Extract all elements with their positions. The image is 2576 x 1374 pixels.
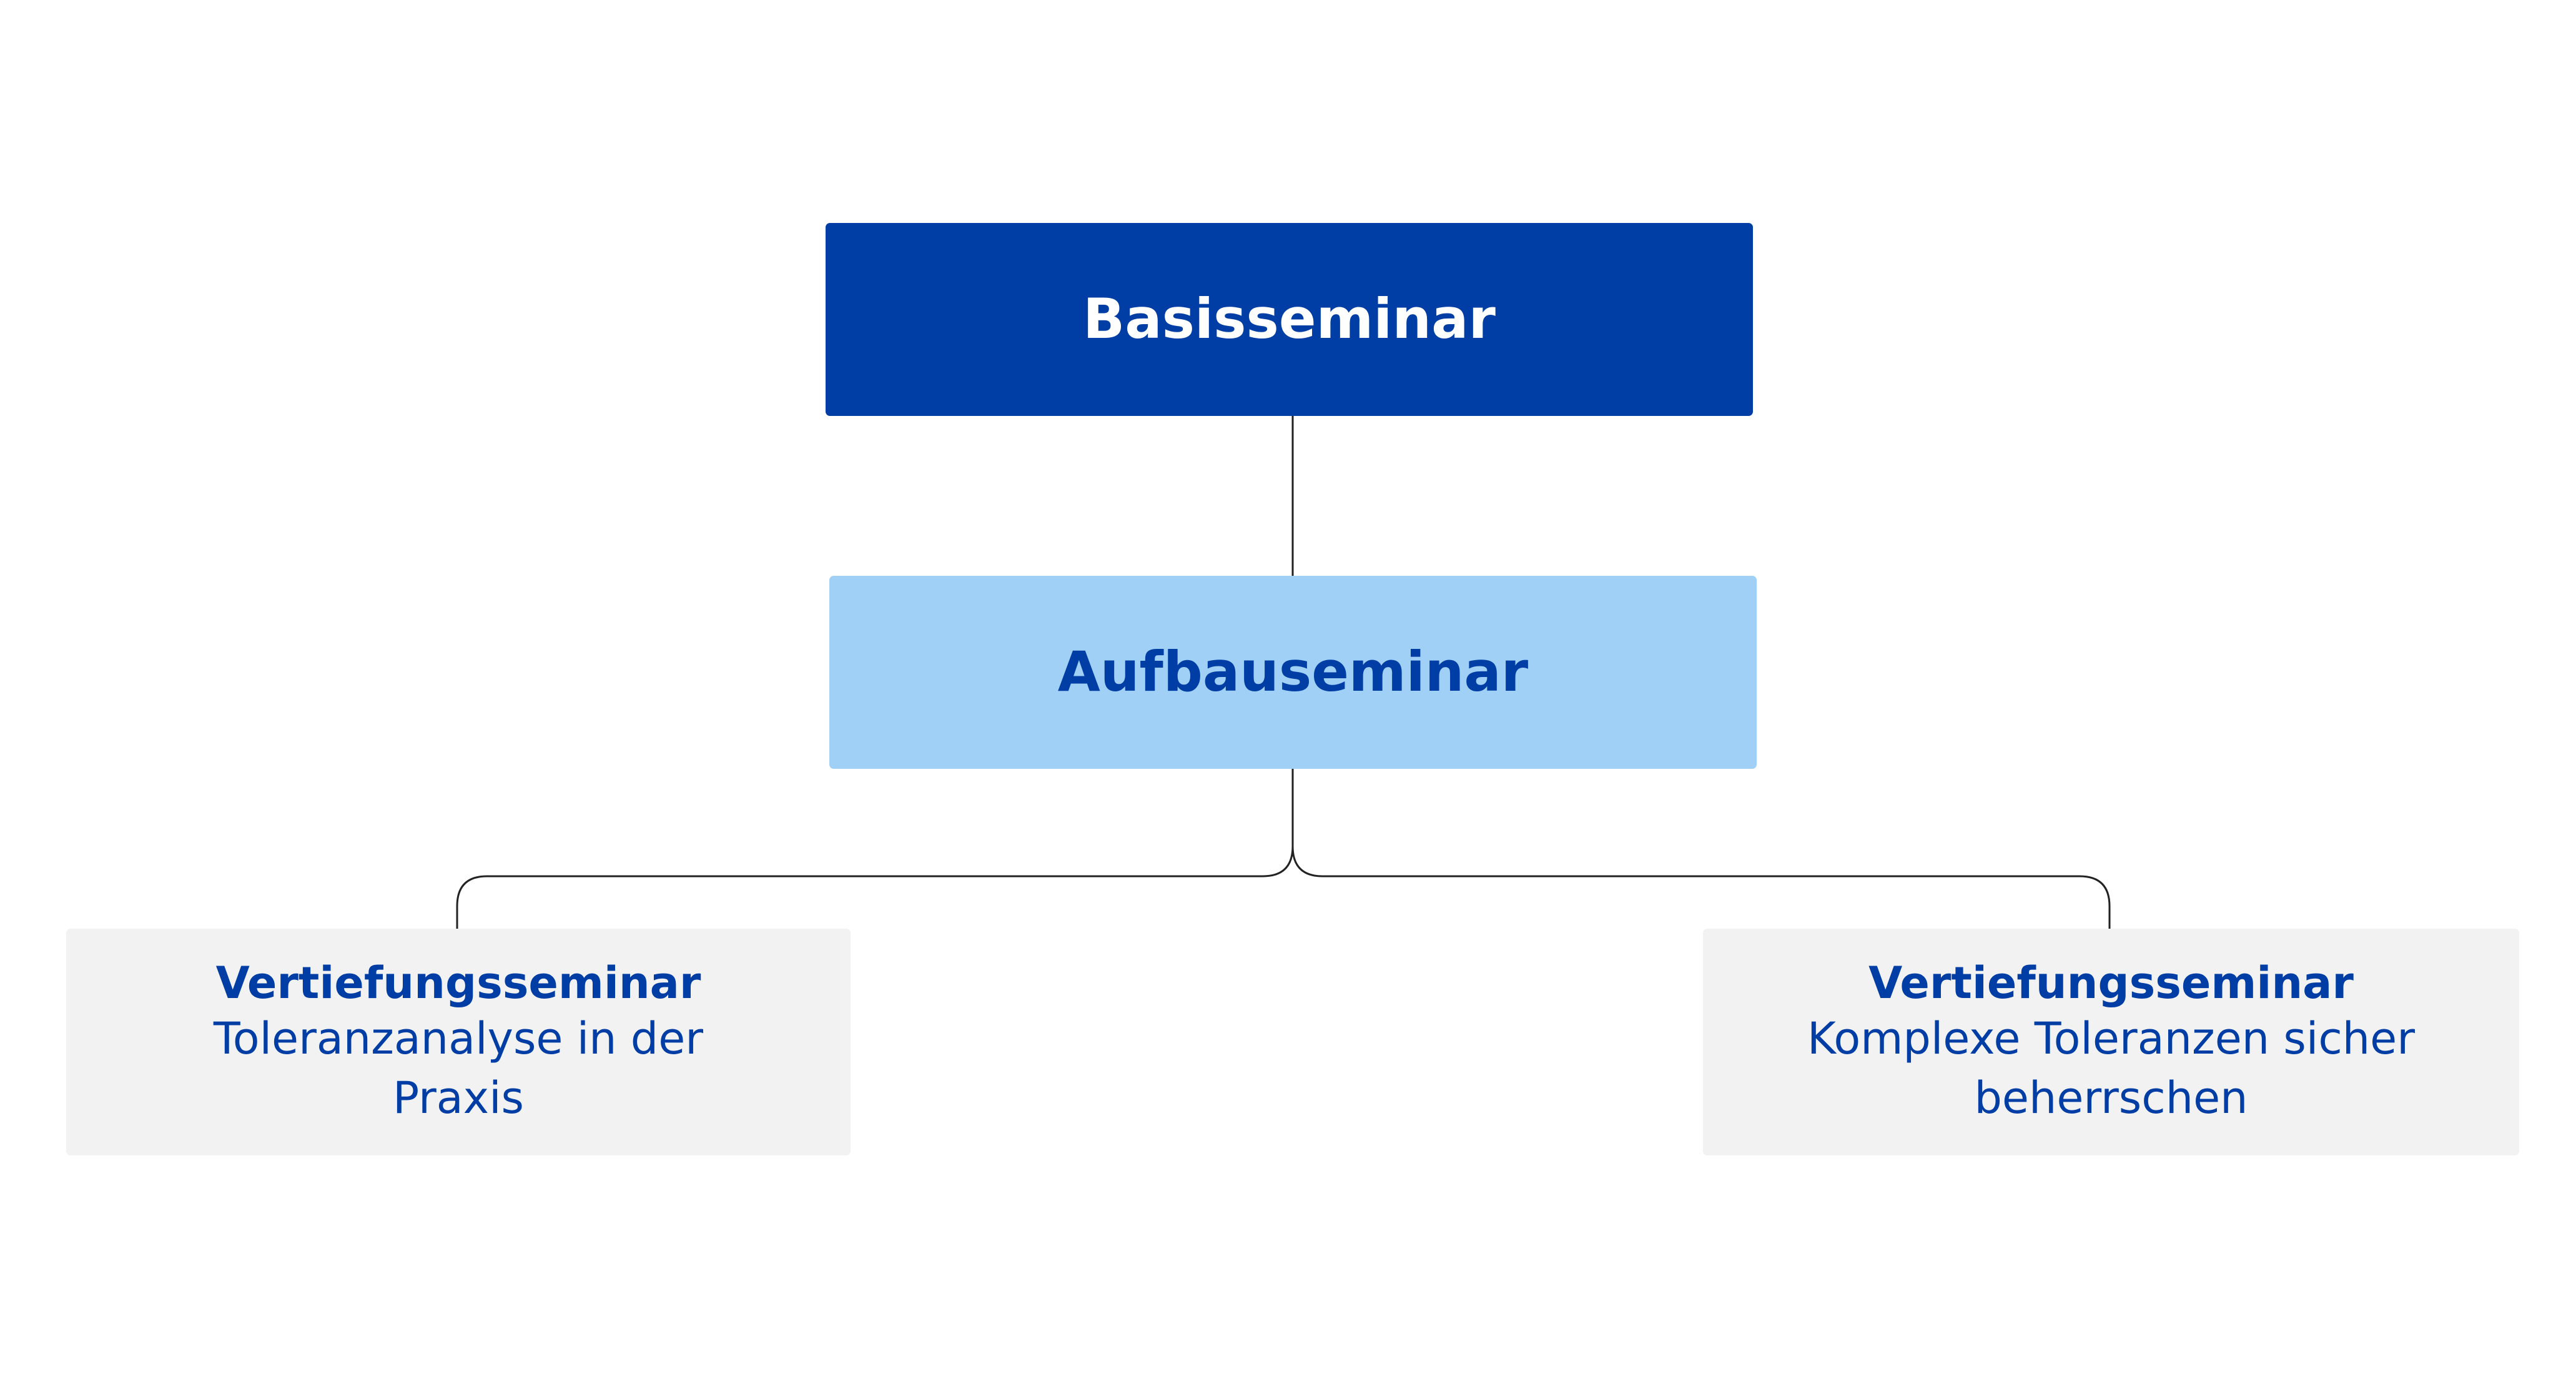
vertiefungsseminar-left-subtitle: Toleranzanalyse in der Praxis xyxy=(213,1013,704,1124)
connector-aufbau-right xyxy=(1291,846,2111,929)
vertiefungsseminar-left-node: Vertiefungsseminar Toleranzanalyse in de… xyxy=(66,929,851,1155)
vertiefungsseminar-left-title: Vertiefungsseminar xyxy=(215,957,701,1009)
aufbauseminar-node: Aufbauseminar xyxy=(829,576,1757,769)
vertiefungsseminar-right-subtitle: Komplexe Toleranzen sicher beherrschen xyxy=(1807,1013,2416,1124)
vertiefungsseminar-right-title: Vertiefungsseminar xyxy=(1868,957,2354,1009)
vertiefungsseminar-right-node: Vertiefungsseminar Komplexe Toleranzen s… xyxy=(1703,929,2519,1155)
basisseminar-node: Basisseminar xyxy=(826,223,1753,416)
aufbauseminar-title: Aufbauseminar xyxy=(1057,640,1529,704)
connector-aufbau-left xyxy=(456,769,1294,929)
basisseminar-title: Basisseminar xyxy=(1083,287,1496,352)
